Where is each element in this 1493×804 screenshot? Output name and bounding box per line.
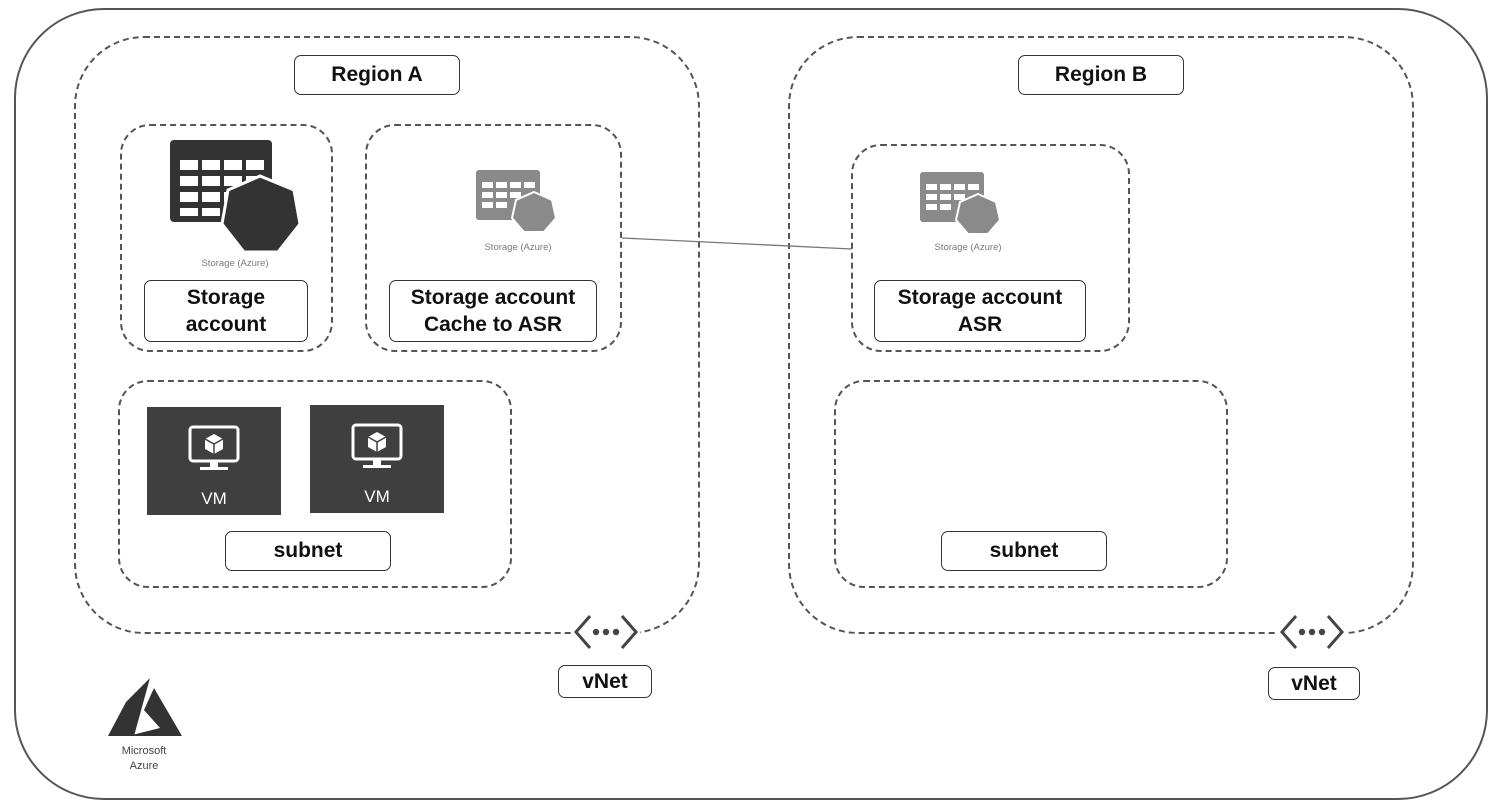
region-b-vnet-label: vNet xyxy=(1268,667,1360,700)
storage-caption: Storage (Azure) xyxy=(934,242,1002,253)
storage-cache-label-line1: Storage account xyxy=(410,285,576,309)
azure-logo-icon xyxy=(104,676,184,740)
vnet-icon xyxy=(572,612,640,652)
region-b-subnet-label: subnet xyxy=(941,531,1107,571)
storage-asr-label-line1: Storage account xyxy=(897,285,1063,309)
storage-asr-label-line2: ASR xyxy=(957,313,1003,336)
storage-cache-group xyxy=(365,124,622,352)
vm-label: VM xyxy=(364,487,390,506)
region-b-boundary xyxy=(788,36,1414,634)
region-a-boundary xyxy=(74,36,700,634)
storage-asr-label: Storage account ASR xyxy=(874,280,1086,342)
azure-brand-line2: Azure xyxy=(129,759,159,772)
region-a-title: Region A xyxy=(294,55,460,95)
vm-label: VM xyxy=(201,489,227,508)
vnet-icon xyxy=(1278,612,1346,652)
region-a-subnet xyxy=(118,380,512,588)
vm-icon xyxy=(351,421,403,473)
region-a-vnet-label: vNet xyxy=(558,665,652,698)
storage-account-label-line1: Storage xyxy=(186,285,266,309)
storage-azure-icon xyxy=(474,168,560,234)
storage-cache-label-line2: Cache to ASR xyxy=(423,313,563,336)
vm-icon xyxy=(188,423,240,475)
vm-tile: VM xyxy=(147,407,281,515)
vm-tile: VM xyxy=(310,405,444,513)
storage-azure-icon xyxy=(918,170,1004,236)
storage-azure-icon xyxy=(168,138,304,266)
storage-account-group xyxy=(120,124,333,352)
azure-brand-text: Microsoft Azure xyxy=(100,744,188,774)
storage-caption: Storage (Azure) xyxy=(201,258,269,269)
storage-account-label-line2: account xyxy=(185,313,267,336)
storage-account-label: Storage account xyxy=(144,280,308,342)
storage-asr-group xyxy=(851,144,1130,352)
replication-connector xyxy=(622,236,854,252)
storage-cache-label: Storage account Cache to ASR xyxy=(389,280,597,342)
storage-caption: Storage (Azure) xyxy=(484,242,552,253)
region-b-title: Region B xyxy=(1018,55,1184,95)
diagram-frame xyxy=(14,8,1488,800)
region-b-subnet xyxy=(834,380,1228,588)
region-a-subnet-label: subnet xyxy=(225,531,391,571)
azure-brand-line1: Microsoft xyxy=(121,745,167,757)
